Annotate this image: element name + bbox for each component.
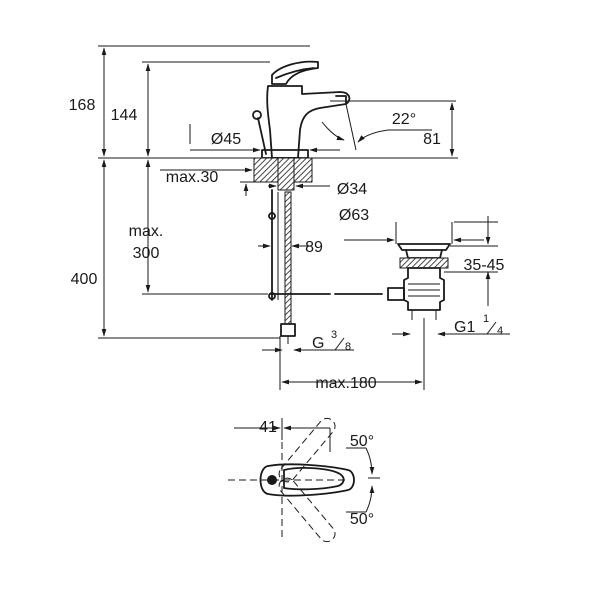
hose-nut <box>280 323 296 337</box>
label-reach: 81 <box>423 131 441 148</box>
waste-body <box>403 267 445 311</box>
waste-flange <box>397 243 451 251</box>
plan-popup-knob <box>267 475 277 485</box>
label-max-depth-value: 300 <box>133 245 160 262</box>
plan-view <box>228 417 380 543</box>
linkage-clip-2 <box>268 292 276 300</box>
label-supply-thread-den: 8 <box>345 341 351 353</box>
faucet-lever <box>271 60 319 85</box>
faucet-elevation <box>252 60 383 344</box>
basin-slab <box>399 257 449 269</box>
label-diameter-waste: Ø63 <box>339 207 369 224</box>
label-diameter-shank: Ø34 <box>337 181 367 198</box>
dimension-labels: 168 144 22° 81 Ø45 max.30 Ø34 Ø63 max. 3… <box>69 97 505 528</box>
waste-nut <box>387 287 405 301</box>
waste-assembly <box>387 243 451 320</box>
label-angle-spout: 22° <box>392 111 416 128</box>
label-hose-offset: 89 <box>305 239 323 256</box>
faucet-body <box>266 85 351 159</box>
label-lever-depth: 41 <box>259 419 277 436</box>
label-waste-thread-num: 1 <box>483 313 489 325</box>
supply-hose-right <box>284 191 292 325</box>
faucet-lever-grip <box>275 67 315 79</box>
linkage-clip <box>268 212 276 220</box>
label-angle-top: 50° <box>350 433 374 450</box>
faucet-spout-tip <box>335 95 347 105</box>
label-waste-range: 35-45 <box>464 257 505 274</box>
label-waste-thread-den: 4 <box>497 325 503 337</box>
label-height-spout: 144 <box>111 107 138 124</box>
label-height-total: 168 <box>69 97 96 114</box>
label-diameter-base: Ø45 <box>211 131 241 148</box>
popup-rod <box>257 117 267 155</box>
lever-ghost-bottom <box>278 477 336 543</box>
dimension-lines <box>98 45 510 390</box>
mounting-shank <box>277 157 295 191</box>
label-max-depth: max. <box>129 223 164 240</box>
label-max-distance: max.180 <box>315 375 376 392</box>
faucet-base <box>261 149 309 159</box>
label-total-height: 400 <box>71 271 98 288</box>
waste-neck <box>405 249 443 259</box>
label-angle-bottom: 50° <box>350 511 374 528</box>
label-max-thickness: max.30 <box>166 169 219 186</box>
label-supply-thread: G <box>312 335 324 352</box>
lever-ghost-top <box>278 417 336 483</box>
popup-knob <box>252 110 262 120</box>
label-supply-thread-num: 3 <box>331 329 337 341</box>
plan-lever <box>283 467 345 491</box>
label-waste-thread: G1 <box>454 319 475 336</box>
plan-faucet-body <box>259 463 355 497</box>
